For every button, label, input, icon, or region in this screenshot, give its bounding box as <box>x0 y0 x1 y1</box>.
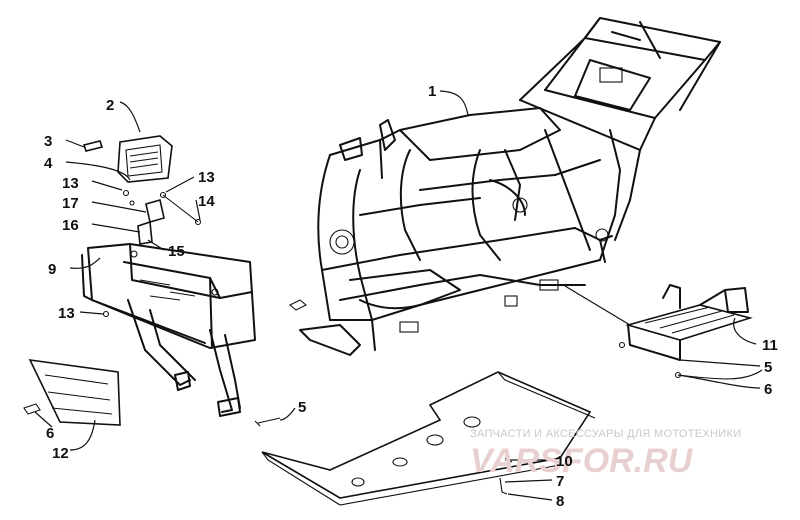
front-rack <box>81 243 256 417</box>
callout-2: 2 <box>106 97 114 114</box>
license-plate <box>23 359 121 426</box>
headlight-assembly <box>82 135 202 245</box>
callout-5-a: 5 <box>764 359 772 376</box>
callout-3: 3 <box>44 133 52 150</box>
callout-13-a: 13 <box>62 175 79 192</box>
watermark-logo: VARSFOR.RU <box>470 442 694 480</box>
skid-plate <box>261 371 596 506</box>
callout-9: 9 <box>48 261 56 278</box>
callout-17: 17 <box>62 195 79 212</box>
callout-4: 4 <box>44 155 53 172</box>
callout-15: 15 <box>168 243 185 260</box>
callout-6-a: 6 <box>764 381 772 398</box>
callout-12: 12 <box>52 445 69 462</box>
callout-7: 7 <box>556 473 564 490</box>
watermark: ЗАПЧАСТИ И АКСЕССУАРЫ ДЛЯ МОТОТЕХНИКИ VA… <box>470 428 741 480</box>
watermark-tagline: ЗАПЧАСТИ И АКСЕССУАРЫ ДЛЯ МОТОТЕХНИКИ <box>470 428 741 440</box>
callout-13-c: 13 <box>58 305 75 322</box>
callout-14: 14 <box>198 193 215 210</box>
bolts <box>254 417 281 427</box>
callout-1: 1 <box>428 83 436 100</box>
callout-16: 16 <box>62 217 79 234</box>
callout-13-b: 13 <box>198 169 215 186</box>
callout-labels: 1 2 3 4 13 13 17 14 16 15 9 13 11 5 6 5 … <box>44 83 778 510</box>
frame-assembly <box>289 17 721 356</box>
leader-lines <box>34 90 761 501</box>
callout-6-b: 6 <box>46 425 54 442</box>
callout-5-b: 5 <box>298 399 306 416</box>
callout-11: 11 <box>762 337 778 354</box>
callout-8: 8 <box>556 493 564 510</box>
callout-10: 10 <box>556 453 573 470</box>
